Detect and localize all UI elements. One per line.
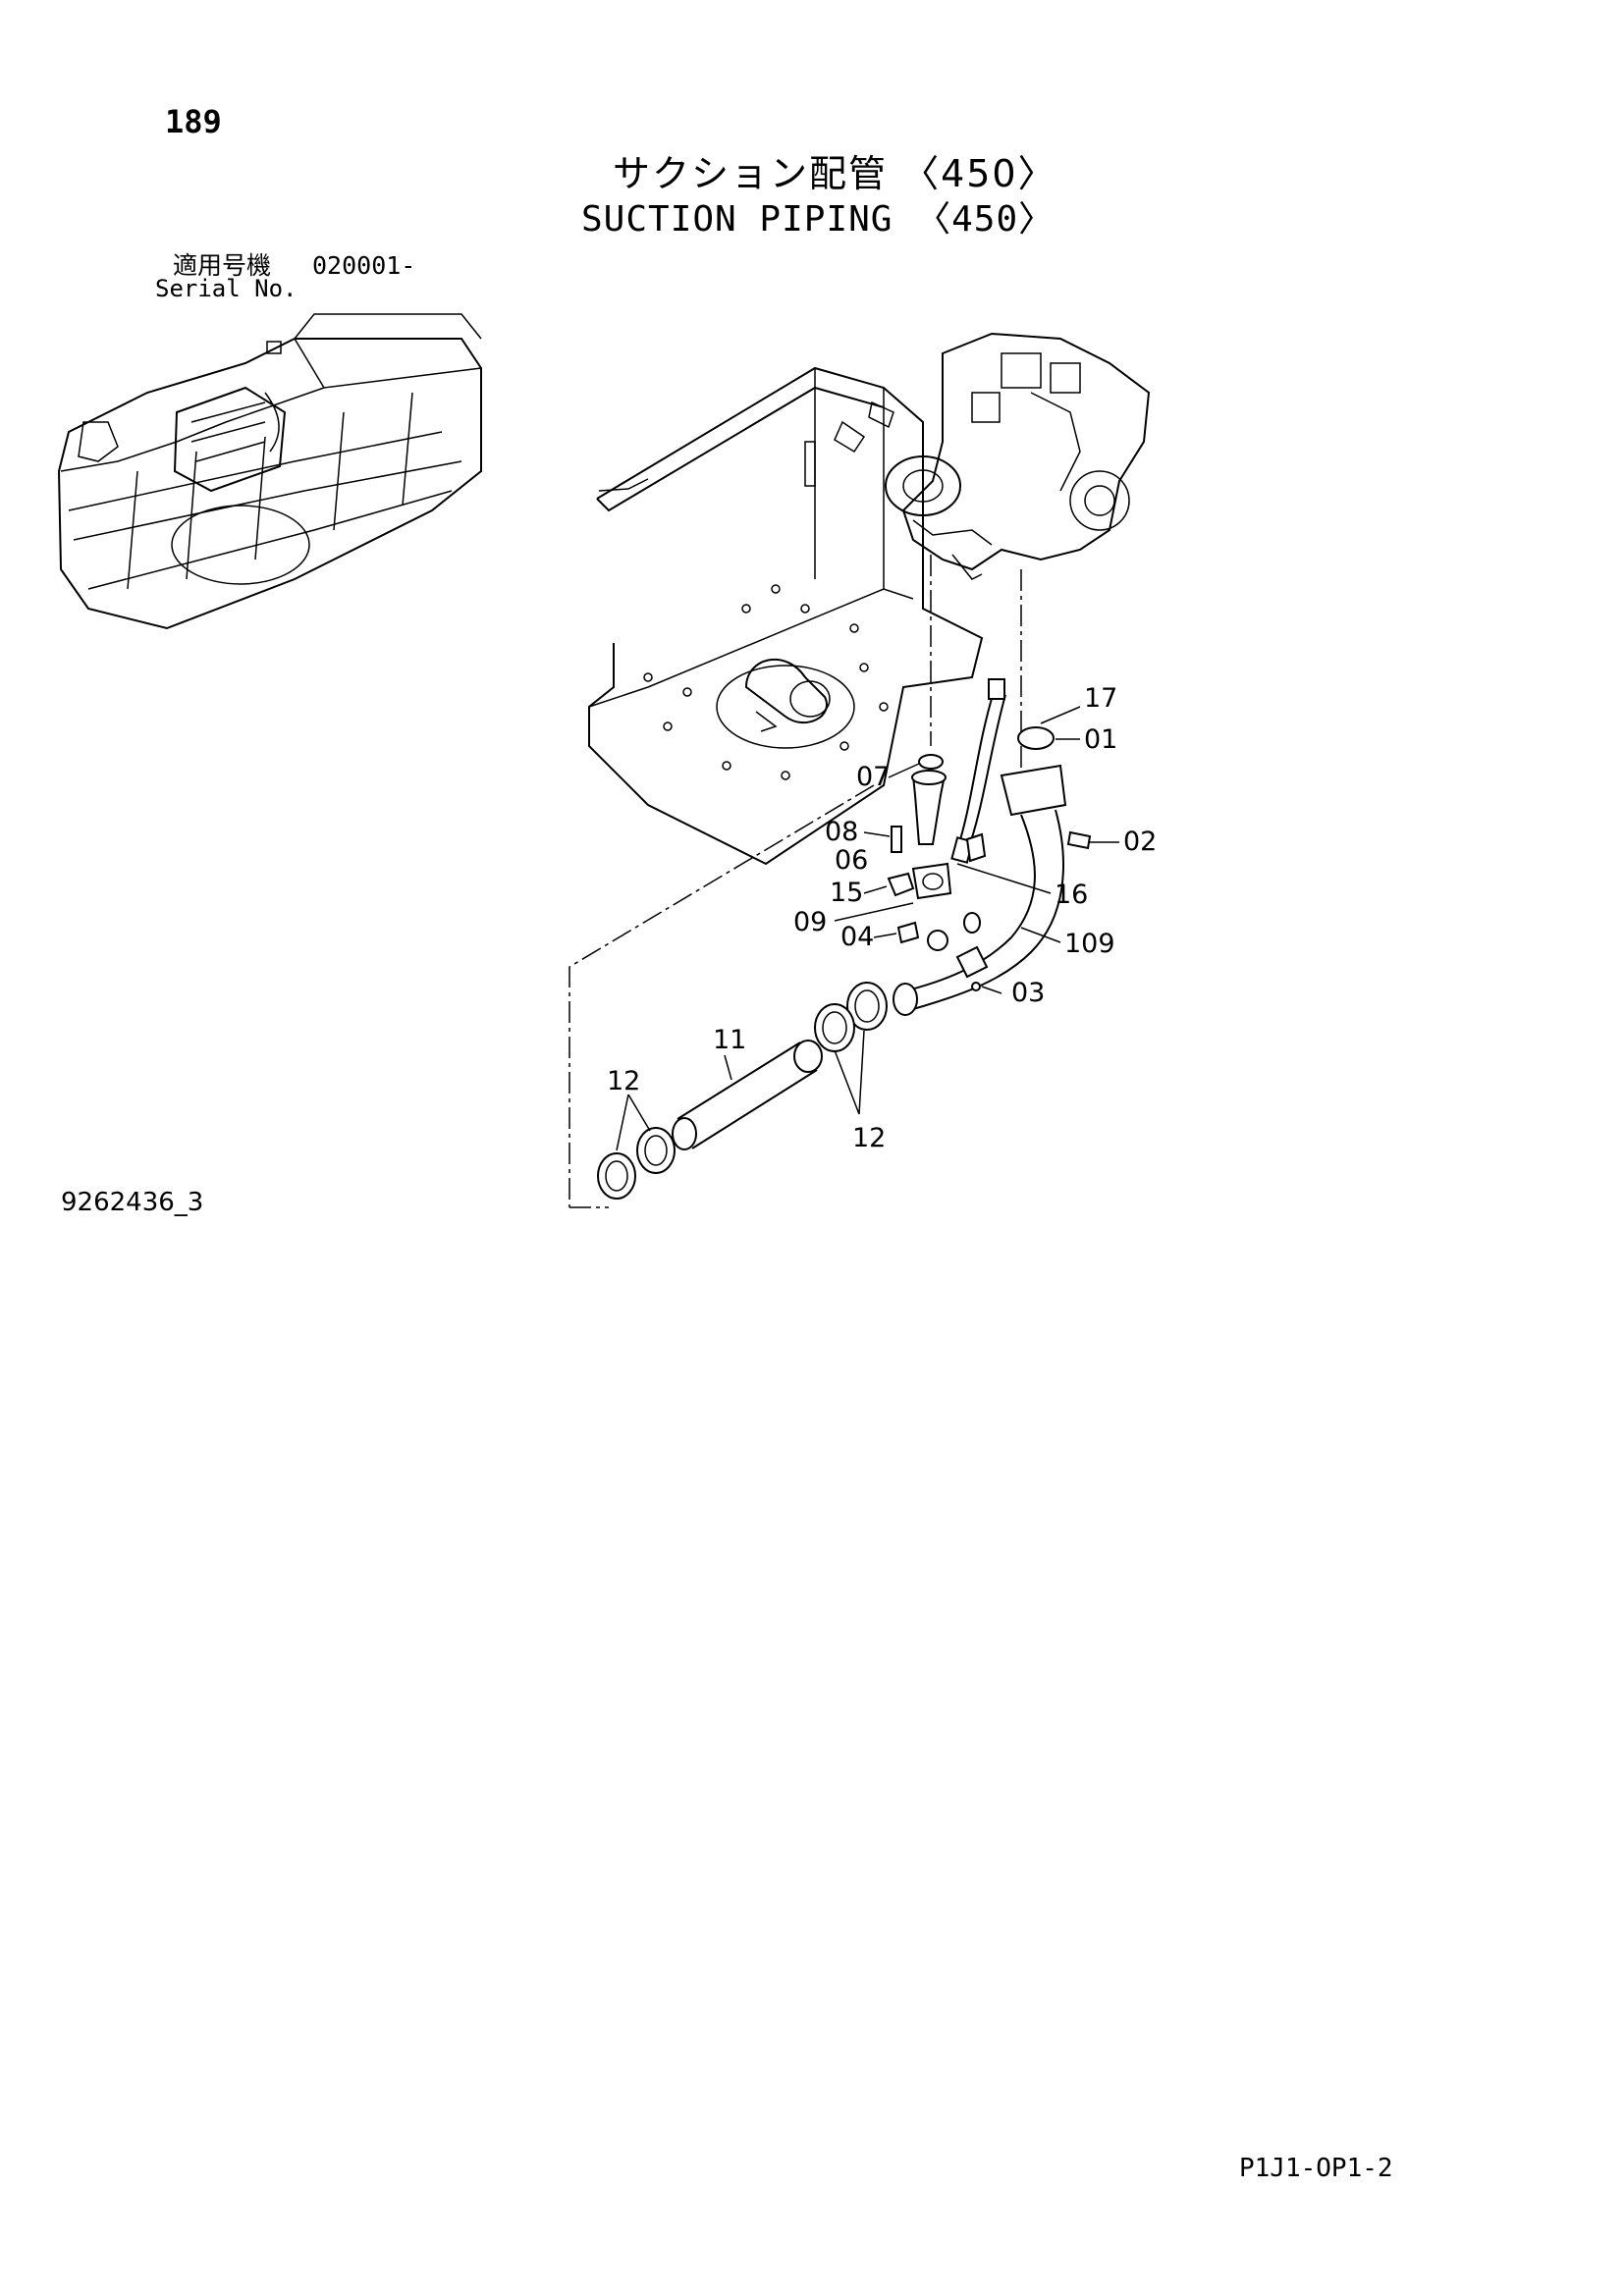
callout-leaders: [616, 706, 1119, 1151]
callout-06: 06: [835, 845, 868, 876]
page-code: P1J1-OP1-2: [1239, 2154, 1393, 2183]
callout-109: 109: [1064, 929, 1115, 959]
callout-09: 09: [793, 907, 827, 937]
serial-label-english: Serial No.: [155, 275, 298, 302]
serial-number-range: 020001-: [312, 251, 416, 280]
page-title-english: SUCTION PIPING 〈450〉: [581, 199, 1056, 240]
callout-08: 08: [825, 817, 858, 847]
callout-12-left: 12: [607, 1066, 640, 1096]
callout-12-right: 12: [852, 1123, 886, 1153]
page-title-japanese: サクション配管 〈450〉: [613, 152, 1057, 195]
machine-location-overview: [57, 313, 482, 630]
hydraulic-pump: [885, 332, 1151, 580]
serial-label-japanese: 適用号機: [173, 251, 272, 280]
figure-number: 9262436_3: [61, 1188, 204, 1217]
callout-11: 11: [713, 1025, 746, 1055]
assembly-leader-lines: [568, 555, 1022, 1208]
callout-07: 07: [856, 762, 890, 792]
callout-02: 02: [1123, 827, 1157, 857]
hydraulic-tank-structure: [588, 366, 984, 866]
callout-labels: 17 01 07 08 06 02 15 16 09 04 109 03 11 …: [607, 683, 1157, 1153]
callout-01: 01: [1084, 724, 1117, 755]
callout-04: 04: [840, 922, 874, 952]
exploded-parts: [597, 678, 1092, 1200]
callout-15: 15: [830, 878, 863, 908]
callout-16: 16: [1055, 880, 1088, 910]
page-number: 189: [165, 103, 222, 140]
callout-03: 03: [1011, 978, 1045, 1008]
callout-17: 17: [1084, 683, 1117, 714]
